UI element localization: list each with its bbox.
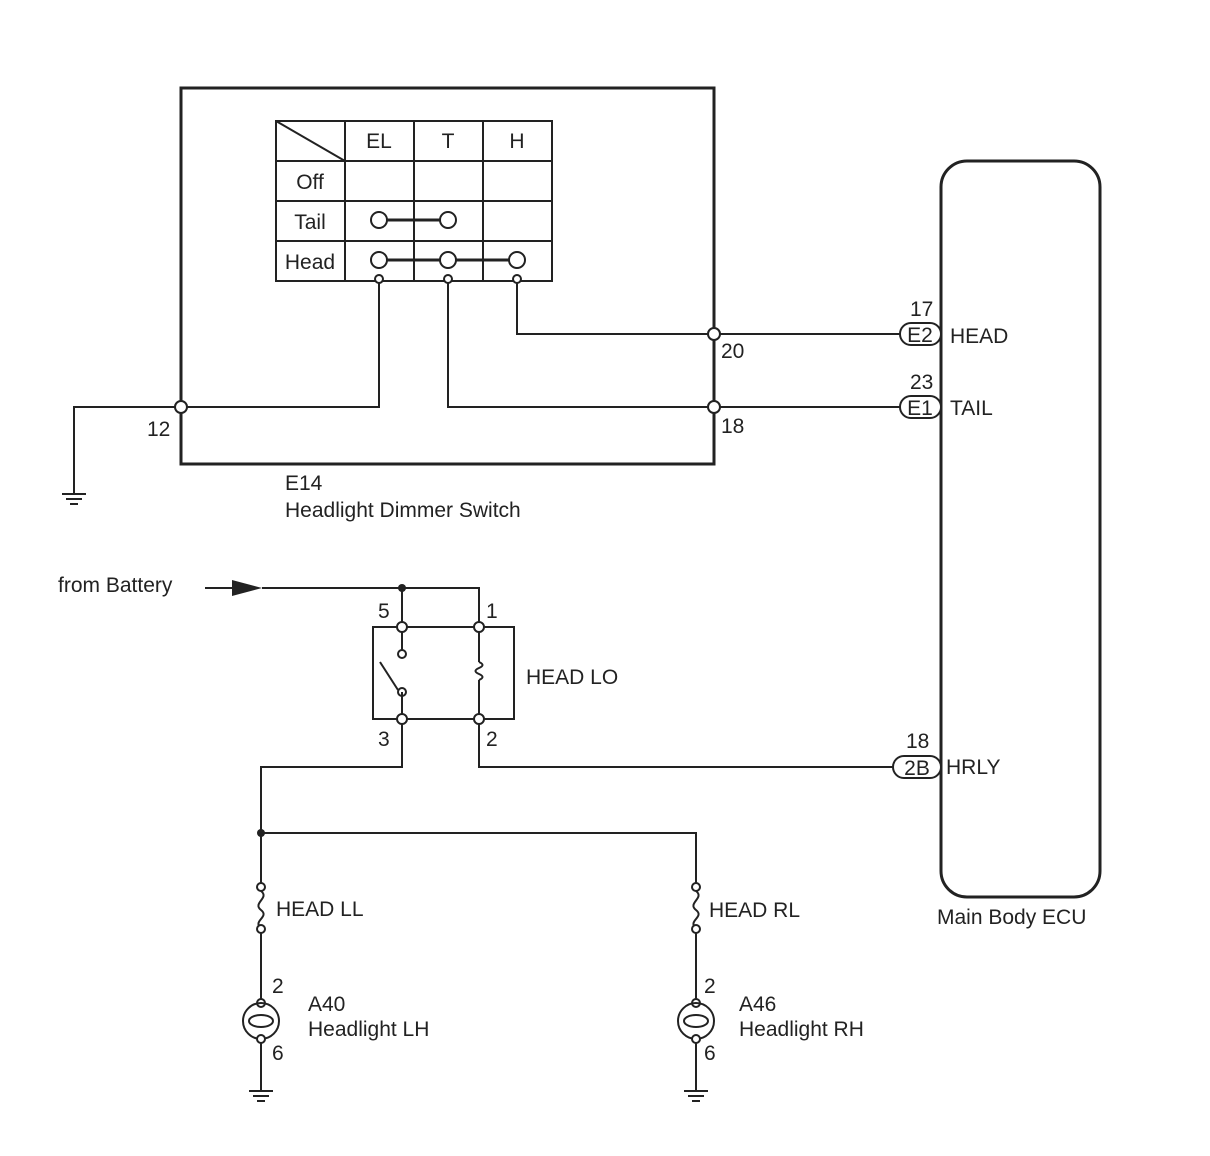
head-el-contact (370, 251, 388, 269)
fuse-head-rl-label: HEAD RL (709, 899, 800, 922)
ecu-pin-17: 17 (910, 298, 933, 321)
column-header-h: H (509, 130, 524, 153)
wire-t-to-tail-pin (447, 279, 714, 408)
headlight-lh-pin-6: 6 (272, 1042, 284, 1065)
headlight-lh-pin-2: 2 (272, 975, 284, 998)
battery-label: from Battery (58, 574, 173, 597)
right-headlight-branch: HEAD RL 2 6 A46 Headlight RH (677, 882, 864, 1102)
headlight-lh-code: A40 (308, 993, 345, 1016)
headlight-rh-pin-6: 6 (704, 1042, 716, 1065)
relay-pin-5: 5 (378, 600, 390, 623)
main-body-ecu: Main Body ECU E2 17 HEAD E1 23 TAIL 2B 1… (892, 159, 1102, 929)
pin-20-node (707, 327, 721, 341)
ground-symbol-icon (62, 493, 86, 505)
tail-el-contact (370, 211, 388, 229)
connector-e2 (899, 322, 942, 346)
ecu-signal-tail: TAIL (950, 397, 993, 420)
pin-18-node (707, 400, 721, 414)
relay-switch-contact-icon (379, 661, 399, 691)
ground-symbol-icon (684, 1090, 708, 1102)
dimmer-switch-name: Headlight Dimmer Switch (285, 499, 521, 522)
relay-pin-2-node (473, 713, 485, 725)
headlight-rh-code: A46 (739, 993, 776, 1016)
battery-feed: from Battery (58, 574, 480, 627)
switch-table: EL T H Off Tail Head (275, 120, 553, 282)
ecu-pin-23: 23 (910, 371, 933, 394)
left-headlight-branch: HEAD LL 2 6 A40 Headlight LH (242, 882, 429, 1102)
table-corner-diagonal (275, 120, 346, 162)
connector-e2-label: E2 (907, 324, 933, 347)
arrow-right-icon (232, 580, 262, 596)
relay-pin-2: 2 (486, 728, 498, 751)
dimmer-switch: EL T H Off Tail Head 12 20 18 (147, 86, 744, 522)
relay-pin-5-node (396, 621, 408, 633)
ecu-signal-head: HEAD (950, 325, 1008, 348)
tail-t-contact (439, 211, 457, 229)
fuse-icon (257, 890, 265, 929)
relay-pin-1-node (473, 621, 485, 633)
ecu-pin-18: 18 (906, 730, 929, 753)
switch-ground (62, 406, 175, 505)
dimmer-switch-box (179, 86, 716, 466)
row-label-off: Off (296, 171, 324, 194)
connector-e1-label: E1 (907, 397, 933, 420)
wire-el-to-ground-pin (181, 279, 380, 408)
connector-2b-label: 2B (904, 757, 930, 780)
pin-18-label: 18 (721, 415, 744, 438)
head-lo-relay: HEAD LO 5 1 3 2 (372, 600, 618, 751)
pin-12-node (174, 400, 188, 414)
headlight-rh-pin-2: 2 (704, 975, 716, 998)
wire-h-to-head-pin (516, 279, 714, 335)
headlight-lh-name: Headlight LH (308, 1018, 429, 1041)
ground-symbol-icon (249, 1090, 273, 1102)
relay-box (372, 626, 515, 720)
fuse-icon (692, 890, 700, 929)
connector-e1 (899, 395, 942, 419)
fuse-head-ll-label: HEAD LL (276, 898, 364, 921)
relay-pin-3: 3 (378, 728, 390, 751)
head-t-contact (439, 251, 457, 269)
wire-relay-to-hrly (478, 724, 893, 768)
dimmer-switch-code: E14 (285, 472, 323, 495)
head-h-contact (508, 251, 526, 269)
headlight-rh-name: Headlight RH (739, 1018, 864, 1041)
ecu-name: Main Body ECU (937, 906, 1086, 929)
column-header-t: T (442, 130, 455, 153)
relay-name: HEAD LO (526, 666, 618, 689)
pin-12-label: 12 (147, 418, 170, 441)
pin-20-label: 20 (721, 340, 744, 363)
relay-pin-1: 1 (486, 600, 498, 623)
ecu-signal-hrly: HRLY (946, 756, 1000, 779)
relay-coil-icon (474, 661, 484, 681)
row-label-head: Head (285, 251, 335, 274)
ecu-box (939, 159, 1102, 899)
relay-pin-3-node (396, 713, 408, 725)
row-label-tail: Tail (294, 211, 326, 234)
wire-relay-to-headlights (260, 724, 403, 887)
column-header-el: EL (366, 130, 392, 153)
